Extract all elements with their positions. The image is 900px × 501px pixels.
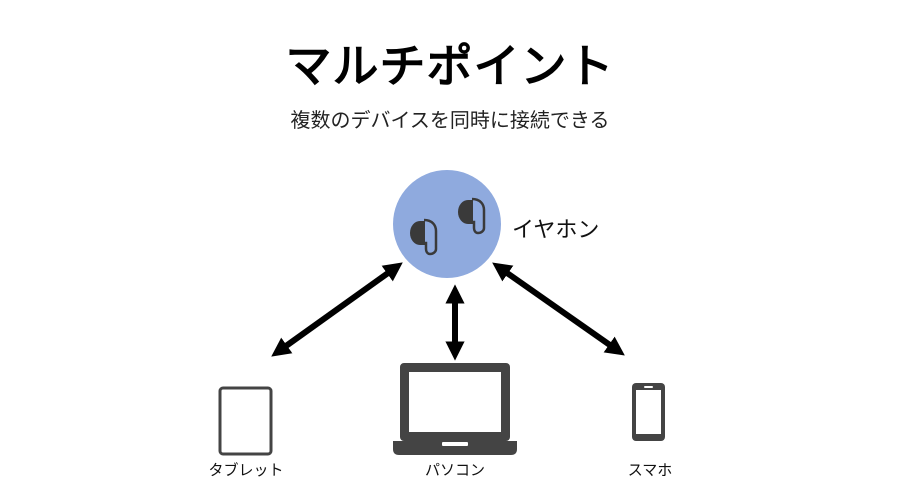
earbuds-icon	[410, 197, 486, 256]
hub-circle	[393, 170, 501, 278]
device-label-laptop: パソコン	[424, 461, 485, 479]
laptop-icon	[393, 363, 517, 455]
arrow-tablet	[271, 262, 403, 357]
page-subtitle: 複数のデバイスを同時に接続できる	[290, 108, 610, 132]
hub-label: イヤホン	[512, 218, 600, 243]
tablet-icon	[218, 386, 273, 456]
earbuds-hub	[393, 170, 501, 278]
arrow-smartphone	[492, 262, 625, 356]
device-label-smartphone: スマホ	[627, 461, 673, 479]
page-title: マルチポイント	[285, 39, 615, 93]
smartphone-icon	[632, 383, 665, 441]
device-label-tablet: タブレット	[208, 461, 284, 479]
